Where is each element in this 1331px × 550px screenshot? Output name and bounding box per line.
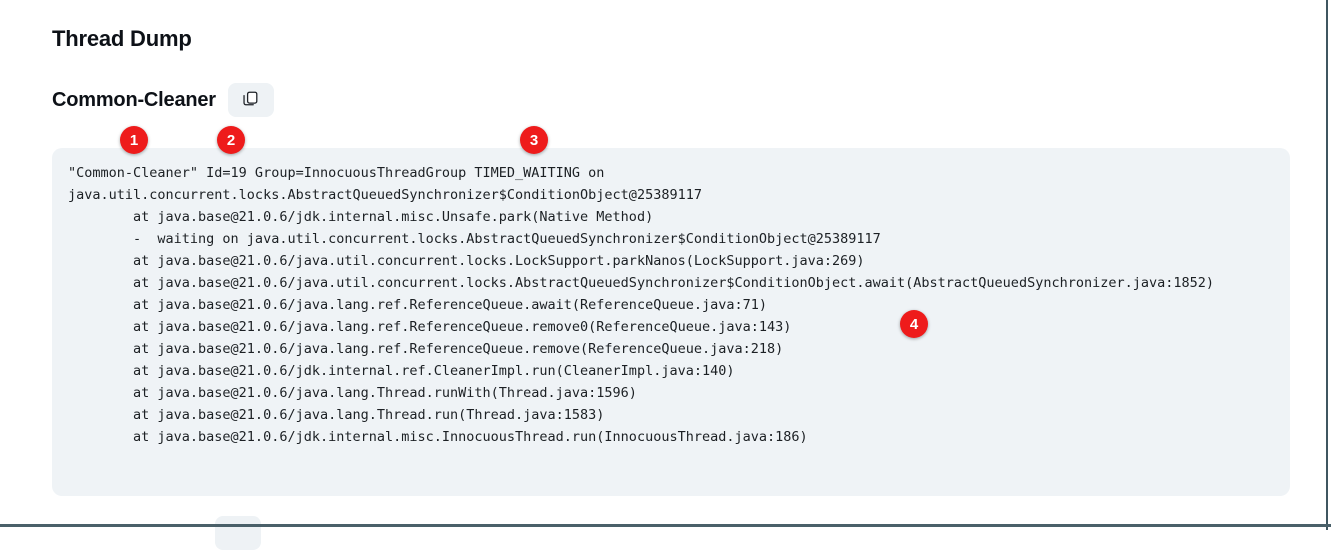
callout-badge-4: 4 (900, 310, 928, 338)
code-lines-container: "Common-Cleaner" Id=19 Group=InnocuousTh… (52, 148, 1290, 462)
thread-stacktrace-code-block[interactable]: "Common-Cleaner" Id=19 Group=InnocuousTh… (52, 148, 1290, 496)
code-line: - waiting on java.util.concurrent.locks.… (68, 231, 881, 247)
code-line: at java.base@21.0.6/java.lang.ref.Refere… (68, 297, 767, 313)
code-line: at java.base@21.0.6/java.util.concurrent… (68, 253, 865, 269)
code-line: at java.base@21.0.6/java.lang.ref.Refere… (68, 341, 784, 357)
code-line: at java.base@21.0.6/jdk.internal.ref.Cle… (68, 363, 735, 379)
code-line: at java.base@21.0.6/java.lang.ref.Refere… (68, 319, 792, 335)
code-line: at java.base@21.0.6/jdk.internal.misc.Un… (68, 209, 654, 225)
copy-thread-dump-button[interactable] (227, 83, 274, 117)
frame-right-border (1326, 0, 1328, 530)
code-line: at java.base@21.0.6/java.lang.Thread.run… (68, 407, 605, 423)
code-line: "Common-Cleaner" Id=19 Group=InnocuousTh… (68, 165, 605, 181)
frame-bottom-border (0, 524, 1331, 527)
code-line: at java.base@21.0.6/java.lang.Thread.run… (68, 385, 637, 401)
thread-name-heading: Common-Cleaner (52, 89, 216, 111)
callout-badge-2: 2 (217, 126, 245, 154)
next-thread-copy-button[interactable] (215, 516, 261, 550)
copy-icon (242, 90, 259, 110)
code-line: at java.base@21.0.6/java.util.concurrent… (68, 275, 1215, 291)
page-title: Thread Dump (52, 26, 192, 51)
callout-badge-1: 1 (120, 126, 148, 154)
callout-badge-3: 3 (520, 126, 548, 154)
code-line: at java.base@21.0.6/jdk.internal.misc.In… (68, 429, 808, 445)
code-line: java.util.concurrent.locks.AbstractQueue… (68, 187, 702, 203)
thread-section-header: Common-Cleaner (52, 83, 274, 117)
